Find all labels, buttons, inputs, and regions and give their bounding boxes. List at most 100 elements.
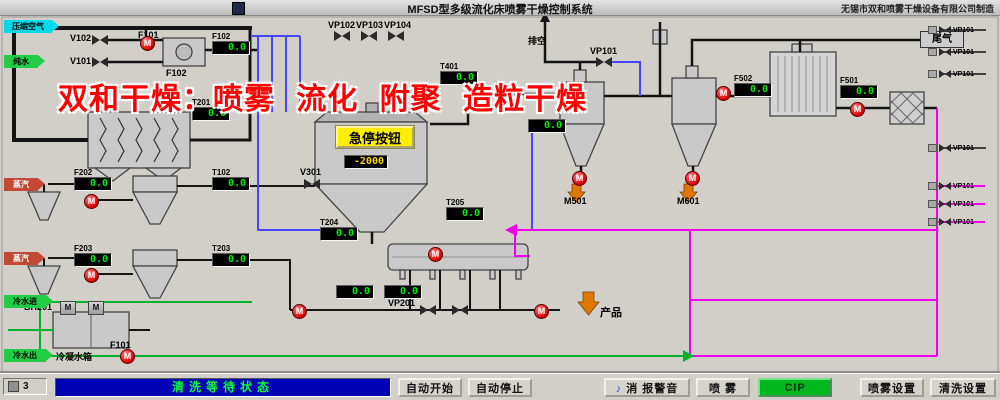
cip-button[interactable]: CIP (758, 378, 832, 397)
value-display: T201 0.0 (192, 98, 230, 121)
equipment-tag: VP103 (356, 20, 384, 30)
indicator-box (928, 70, 937, 78)
valve-tag: VP101 (953, 182, 975, 190)
vent-valve-row[interactable]: VP101 (928, 180, 974, 192)
stream-label: 蒸汽 (13, 254, 29, 263)
value-display: F202 0.0 (74, 168, 112, 191)
mute-alarm-button[interactable]: 消 报警音 (604, 378, 690, 397)
equipment-tag: M601 (677, 196, 700, 206)
valve-icon[interactable] (92, 35, 108, 45)
stream-label: 压缩空气 (12, 22, 44, 31)
equipment-tag: VP201 (388, 298, 416, 308)
value-display: T205 0.0 (446, 198, 484, 221)
spray-button[interactable]: 喷 雾 (696, 378, 750, 397)
valve-tag: VP101 (953, 70, 975, 78)
valve-icon[interactable] (361, 31, 377, 41)
valve-icon (939, 48, 951, 56)
equipment-tag: M501 (564, 196, 587, 206)
vent-valve-row[interactable]: VP101 (928, 216, 974, 228)
status-banner: 清洗等待状态 (55, 378, 391, 397)
auto-stop-button[interactable]: 自动停止 (468, 378, 532, 397)
vent-valve-row[interactable]: VP101 (928, 46, 974, 58)
valve-icon (939, 144, 951, 152)
display-tag: F202 (74, 168, 93, 177)
display-tag: T203 (212, 244, 231, 253)
equipment-tag: F101 (138, 30, 159, 40)
display-tag: T205 (446, 198, 465, 207)
display-value: 0.0 (446, 207, 484, 221)
vent-valve-row[interactable]: VP101 (928, 24, 974, 36)
status-count: 3 (23, 381, 29, 392)
stream-label: 冷水出 (13, 351, 37, 360)
equipment-tag: F101 (110, 340, 131, 350)
product-discharge-arrows (567, 183, 698, 316)
valve-icon[interactable] (304, 179, 320, 189)
valve-icon[interactable] (92, 57, 108, 67)
watermark-brand: 双和干燥： (58, 83, 213, 116)
titlebar: MFSD型多级流化床喷雾干燥控制系统 无锡市双和喷雾干燥设备有限公司制造 (0, 0, 1000, 16)
stream-arrow: 蒸汽 (4, 252, 45, 265)
value-display: F502 0.0 (734, 74, 772, 97)
auto-start-button[interactable]: 自动开始 (398, 378, 462, 397)
display-tag: T204 (320, 218, 339, 227)
indicator-box (928, 26, 937, 34)
equipment-tag: 冷凝水箱 (56, 352, 93, 362)
value-display: 0.0 (336, 276, 374, 299)
equipment-tag: V101 (70, 56, 92, 66)
motor-icon: M (685, 171, 700, 186)
stream-label: 纯水 (13, 57, 29, 66)
stream-arrow: 压缩空气 (4, 20, 59, 33)
display-value: 0.0 (528, 119, 566, 133)
watermark: 双和干燥：喷雾 流化 附聚 造粒干燥 (58, 74, 587, 118)
vent-valve-row[interactable]: VP101 (928, 142, 974, 154)
stream-arrow: 冷水进 (4, 295, 53, 308)
equipment-tag: 产品 (600, 307, 622, 319)
valve-icon[interactable] (388, 31, 404, 41)
valve-tag: VP101 (953, 48, 975, 56)
emergency-stop-button[interactable]: 急停按钮 (335, 125, 415, 149)
value-display: T203 0.0 (212, 244, 250, 267)
vessels (27, 29, 925, 349)
value-display: T102 0.0 (212, 168, 250, 191)
spray-settings-button[interactable]: 喷雾设置 (860, 378, 924, 397)
display-value: 0.0 (192, 107, 230, 121)
display-value: 0.0 (384, 285, 422, 299)
motor-icon: M (140, 36, 155, 51)
status-icon (8, 381, 19, 392)
display-value: 0.0 (212, 253, 250, 267)
display-tag: T102 (212, 168, 231, 177)
equipment-tag: 排空 (528, 36, 547, 46)
motor-icon: M (572, 171, 587, 186)
display-value: 0.0 (440, 71, 478, 85)
equipment-tag: F102 (166, 68, 187, 78)
valve-icon (939, 182, 951, 190)
pipes-magenta (505, 108, 985, 357)
clean-settings-button[interactable]: 清洗设置 (930, 378, 996, 397)
valve-icon[interactable] (420, 305, 436, 315)
valve-tag: VP101 (953, 218, 975, 226)
valve-icon[interactable] (452, 305, 468, 315)
vent-valve-row[interactable]: VP101 (928, 68, 974, 80)
value-display: F203 0.0 (74, 244, 112, 267)
indicator-box (928, 218, 937, 226)
manufacturer-label: 无锡市双和喷雾干燥设备有限公司制造 (840, 4, 994, 14)
valve-icon (939, 218, 951, 226)
equipment-tag: V102 (70, 33, 92, 43)
display-tag (336, 276, 374, 285)
display-value: 0.0 (74, 253, 112, 267)
display-value: 0.0 (336, 285, 374, 299)
vent-valve-row[interactable]: VP101 (928, 198, 974, 210)
value-display: T401 0.0 (440, 62, 478, 85)
equipment-tag: VP102 (328, 20, 356, 30)
display-value: 0.0 (74, 177, 112, 191)
valve-icon[interactable] (596, 57, 612, 67)
valve-icon[interactable] (334, 31, 350, 41)
valve-icon (939, 70, 951, 78)
motor-icon: M (84, 268, 99, 283)
valve-icon (939, 200, 951, 208)
